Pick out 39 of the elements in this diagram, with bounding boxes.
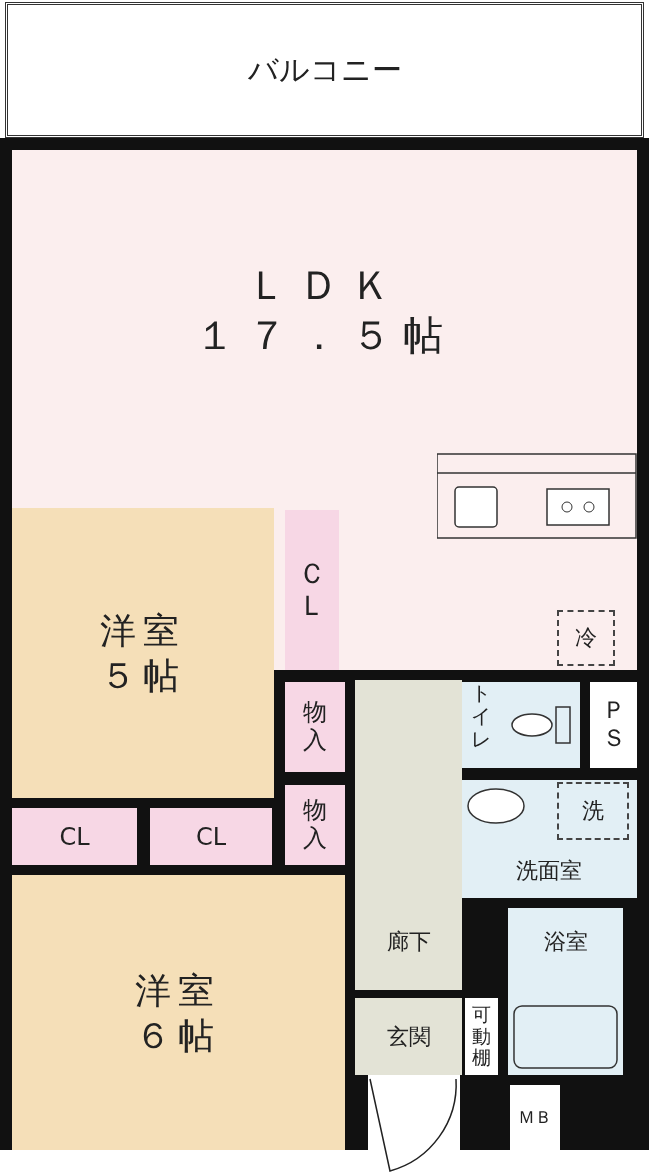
- room-name: CL: [59, 821, 90, 852]
- room-name: 洗: [582, 797, 604, 825]
- room-name: トイレ: [470, 682, 491, 751]
- meter-box: [510, 1085, 560, 1150]
- storage: [285, 682, 345, 772]
- room-name: ＣＬ: [297, 557, 327, 623]
- balcony: [5, 2, 644, 138]
- room-name: CL: [195, 821, 227, 852]
- entrance-hall: [355, 998, 462, 1075]
- closet: [150, 808, 272, 865]
- pipe-space: [590, 682, 637, 768]
- room-name: ５帖: [99, 654, 187, 698]
- room-name: 物入: [302, 797, 328, 853]
- bathroom: [508, 908, 623, 1075]
- room-name: 洋室: [99, 609, 187, 653]
- washroom: [460, 780, 637, 898]
- closet: [12, 808, 137, 865]
- room-name: 玄関: [386, 1022, 431, 1051]
- room-name: １７．５帖: [194, 311, 455, 360]
- room-name: ＭＢ: [518, 1106, 552, 1129]
- refrigerator-space: [557, 610, 615, 666]
- storage: [285, 785, 345, 865]
- room-name: 物入: [302, 699, 328, 755]
- washing-machine-space: [557, 782, 629, 840]
- room-name: 浴室: [543, 928, 588, 956]
- room-name: 洗面室: [515, 856, 582, 884]
- western-room: [12, 875, 345, 1150]
- room-name: ＰＳ: [600, 697, 627, 753]
- room-name: ６帖: [135, 1013, 222, 1058]
- western-room: [12, 508, 274, 798]
- room-name: ＬＤＫ: [246, 261, 403, 310]
- room-name: 洋室: [135, 968, 222, 1013]
- adjustable-shelf: [465, 998, 498, 1075]
- toilet: [460, 682, 580, 768]
- room-name: 冷: [575, 624, 597, 652]
- hallway: [355, 680, 462, 990]
- room-name: 廊下: [386, 927, 431, 955]
- room-name: バルコニー: [247, 51, 402, 89]
- room-name: 可動棚: [471, 1003, 492, 1070]
